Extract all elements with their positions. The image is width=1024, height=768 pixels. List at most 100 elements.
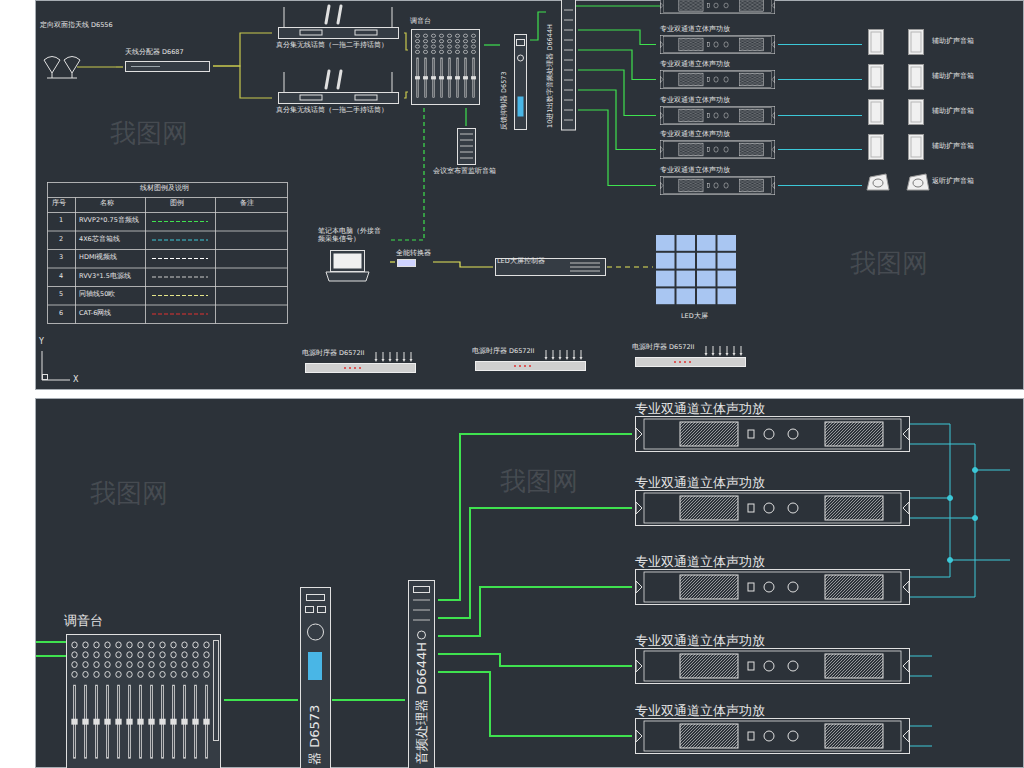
- legend-table: [48, 183, 288, 324]
- amplifier-symbol: [660, 0, 775, 195]
- laptop: 笔记本电脑（外接音频采集信号）: [318, 228, 390, 286]
- signal-cable: [404, 92, 408, 98]
- signal-cable: [578, 90, 656, 150]
- signal-cable: [578, 50, 656, 80]
- led-screen-grid: [656, 253, 675, 269]
- receiver-symbol: [279, 28, 399, 39]
- feedback-suppressor: 反馈抑制器 D6573: [500, 32, 530, 132]
- axis-icon: [42, 351, 70, 380]
- table-title: 线材图例及说明: [140, 185, 189, 193]
- speaker-symbol: [869, 135, 884, 160]
- legend-sample: [152, 276, 208, 277]
- power-sequencer: 电源时序器 D6572II: [630, 344, 750, 368]
- node-label: 专业双通道立体声功放: [635, 703, 765, 719]
- node-label: 调音台: [410, 18, 431, 26]
- mixer: 调音台: [408, 18, 484, 108]
- suppressor-symbol: [518, 55, 524, 61]
- node-label: 天线分配器 D6687: [125, 49, 184, 57]
- signal-cable: [778, 185, 862, 186]
- axis-label: X: [73, 375, 78, 385]
- panel-bottom: [36, 399, 1024, 768]
- legend-text: 同轴线50欧: [79, 291, 115, 299]
- signal-cable: [438, 587, 632, 636]
- splitter-symbol: [126, 62, 210, 72]
- power-amplifier: 专业双通道立体声功放: [632, 554, 914, 606]
- mixer-symbol: [159, 642, 165, 758]
- node-label: 真分集无线话筒（一拖二手持话筒）: [276, 107, 388, 115]
- suppressor-symbol: [308, 624, 324, 640]
- legend-text: RVVP2*0.75音频线: [79, 217, 139, 225]
- mixer-symbol: [93, 642, 99, 758]
- speaker-symbol: [909, 65, 924, 90]
- legend-sample: [152, 295, 208, 296]
- suppressor-symbol: [515, 35, 527, 130]
- suppressor-symbol: [301, 588, 331, 768]
- watermark: 我图网: [500, 466, 578, 497]
- speaker-group: 辅助扩声音箱: [862, 63, 976, 91]
- antenna-symbol: [44, 57, 80, 79]
- processor-symbol: [414, 587, 430, 593]
- power-amplifier: 专业双通道立体声功放: [656, 61, 778, 90]
- amplifier-symbol: [660, 176, 775, 194]
- mixer-symbol: [82, 642, 88, 758]
- signal-cable: [778, 115, 862, 116]
- processor-symbol: [418, 631, 426, 639]
- watermark: 我图网: [850, 248, 928, 279]
- table-cell: 1: [59, 217, 63, 225]
- speaker-symbol: [869, 30, 884, 55]
- mixer-symbol: [214, 641, 219, 741]
- receiver-symbol: [279, 93, 399, 104]
- signal-cable: [778, 79, 862, 80]
- node-label: 专业双通道立体声功放: [635, 554, 765, 570]
- table-cell: 2: [59, 236, 63, 244]
- laptop-symbol: [331, 251, 365, 272]
- receiver-symbol: [326, 6, 341, 23]
- mixer-symbol: [148, 642, 154, 758]
- signal-cable: [224, 699, 298, 701]
- controller-symbol: [570, 263, 600, 271]
- mixer-symbol: [104, 642, 110, 758]
- node-label: 会议室布置监听音箱: [433, 168, 496, 176]
- node-label: 电源时序器 D6572II: [472, 348, 534, 356]
- legend-table: [76, 198, 216, 324]
- receiver-symbol: [300, 30, 322, 35]
- processor-symbol: [564, 10, 573, 120]
- speaker-wire: [973, 516, 978, 521]
- splitter-symbol: [131, 66, 160, 67]
- suppressor-symbol: [318, 607, 326, 613]
- power-amplifier: 专业双通道立体声功放: [632, 475, 914, 527]
- power-sequencer: 电源时序器 D6572II: [300, 350, 420, 374]
- speaker-symbol: [907, 174, 929, 190]
- node-label: LED大屏控制器: [497, 258, 545, 266]
- speaker-symbol: [909, 100, 924, 125]
- processor-symbol: [409, 581, 435, 768]
- node-label: 器 D6573: [307, 705, 323, 765]
- mixer-symbol: [203, 642, 209, 758]
- node-label: 10进1出数字音频处理器 D6644H: [547, 24, 555, 128]
- legend-text: RVV3*1.5电源线: [79, 273, 131, 281]
- axis-icon: [43, 375, 48, 380]
- led-screen: LED大屏: [653, 233, 739, 323]
- node-label: 专业双通道立体声功放: [635, 475, 765, 491]
- amplifier-symbol: [660, 35, 775, 53]
- speaker-wire: [910, 424, 1010, 746]
- mixer-symbol: [415, 34, 420, 98]
- speaker-symbol: [869, 100, 884, 125]
- node-label: 辅助扩声音箱: [932, 143, 974, 151]
- led-screen-grid: [697, 288, 716, 304]
- laptop-symbol: [326, 251, 369, 282]
- converter-symbol: [398, 260, 416, 267]
- mixer-symbol: [192, 642, 198, 758]
- table-header: 序号: [52, 200, 66, 208]
- antenna-symbol: [44, 57, 60, 74]
- mixer-symbol: [67, 635, 221, 768]
- legend-text: HDMI视频线: [79, 254, 117, 262]
- processor-symbol: [413, 600, 430, 620]
- led-screen-grid: [656, 235, 675, 251]
- receiver-symbol: [355, 95, 377, 100]
- signal-cable: [116, 66, 123, 67]
- mixer-symbol: [71, 642, 77, 758]
